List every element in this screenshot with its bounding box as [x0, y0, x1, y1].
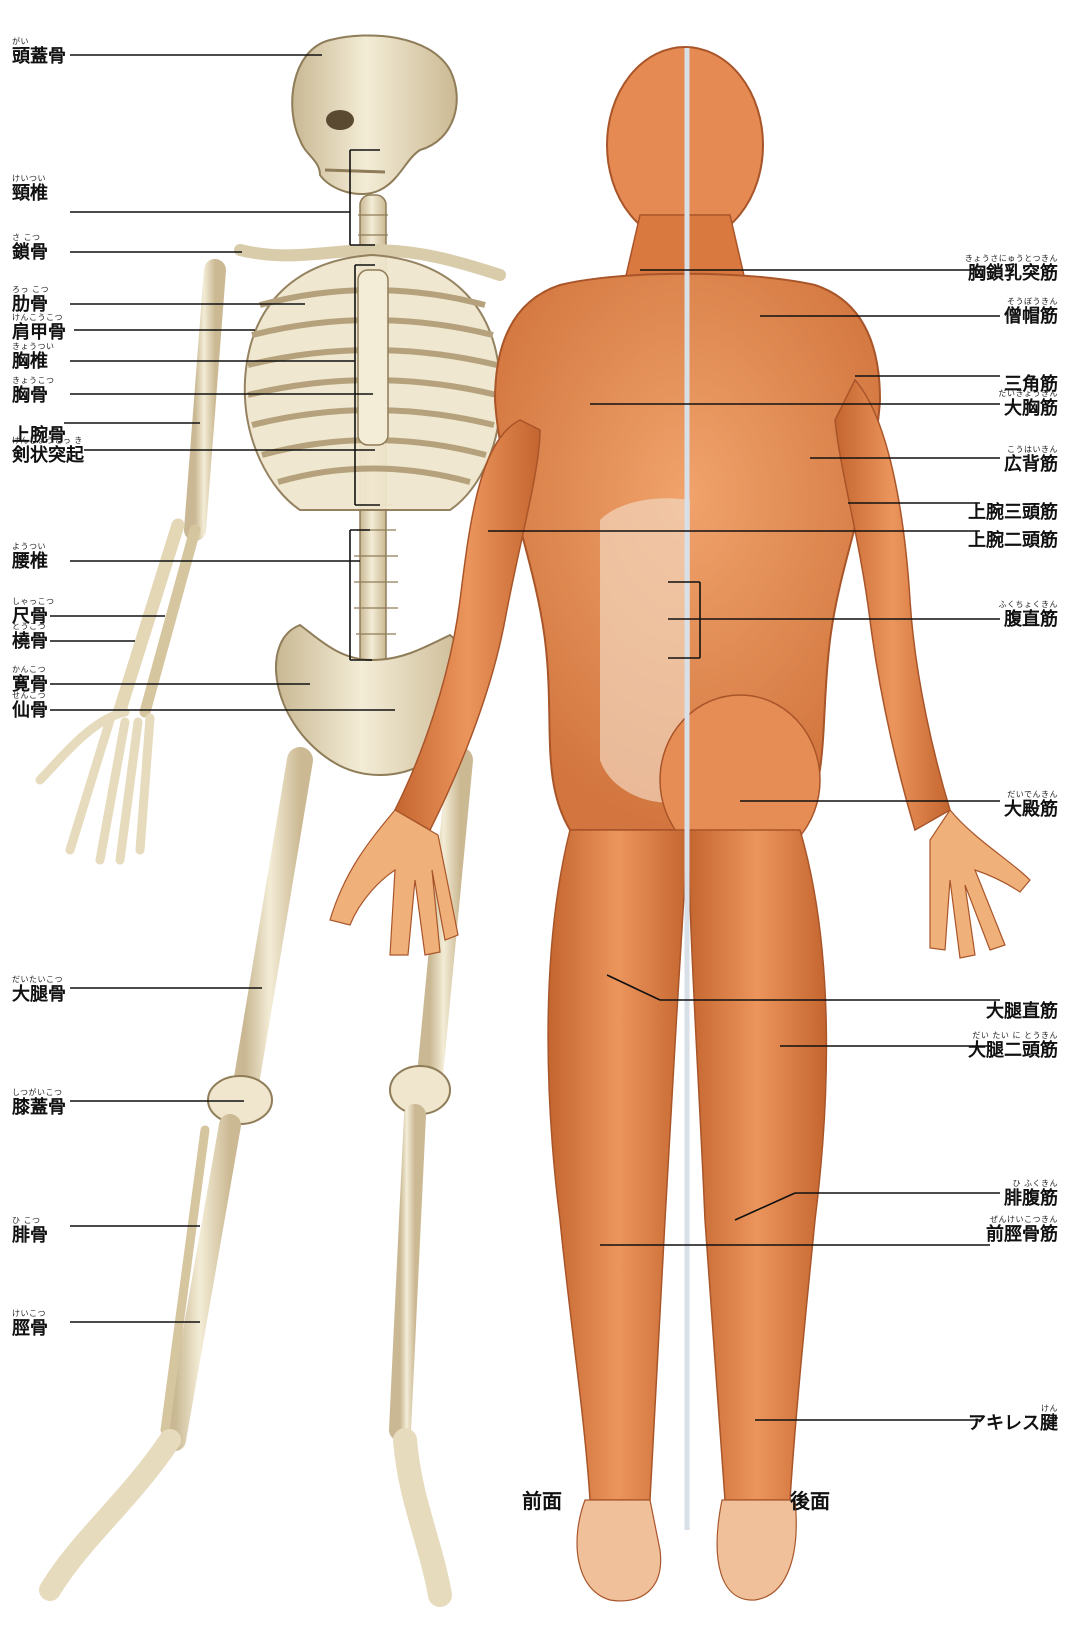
- eye-socket: [326, 110, 354, 130]
- label-tibia: けいこつ脛骨: [12, 1310, 48, 1338]
- right-hand-shape: [930, 810, 1030, 958]
- right-leg-muscle: [688, 830, 826, 1500]
- text-skull: 頭蓋骨: [12, 46, 66, 67]
- text-biceps_femoris: 大腿二頭筋: [968, 1040, 1058, 1061]
- label-sternum: きょうこつ胸骨: [12, 377, 55, 405]
- label-xiphoid: けんじょうとっ き剣状突起: [12, 437, 84, 465]
- text-rectus_abdominis: 腹直筋: [1004, 609, 1058, 630]
- text-rib: 肋骨: [12, 294, 48, 315]
- text-scapula: 肩甲骨: [12, 322, 66, 343]
- sternum-shape: [358, 270, 388, 445]
- text-femur: 大腿骨: [12, 984, 66, 1005]
- text-scm: 胸鎖乳突筋: [968, 263, 1058, 284]
- label-biceps_femoris: だい たい に とうきん大腿二頭筋: [968, 1032, 1058, 1060]
- label-latissimus: こうはいきん広背筋: [1004, 446, 1058, 474]
- label-sacrum: せんこつ仙骨: [12, 692, 48, 720]
- text-cervical: 頸椎: [12, 183, 48, 204]
- left-foot-shape: [577, 1500, 661, 1601]
- label-clavicle: さ こつ鎖骨: [12, 234, 48, 262]
- text-xiphoid: 剣状突起: [12, 445, 84, 466]
- text-sternum: 胸骨: [12, 385, 48, 406]
- label-radius: とうこつ橈骨: [12, 623, 48, 651]
- label-rectus_abdominis: ふくちょくきん腹直筋: [999, 601, 1059, 629]
- text-biceps: 上腕二頭筋: [968, 530, 1058, 551]
- view-label-back: 後面: [790, 1485, 830, 1514]
- text-fibula: 腓骨: [12, 1225, 48, 1246]
- label-rectus_femoris: 大腿直筋: [986, 993, 1058, 1021]
- label-lumbar: ようつい腰椎: [12, 543, 48, 571]
- text-clavicle: 鎖骨: [12, 242, 48, 263]
- label-trapezius: そうぼうきん僧帽筋: [1004, 298, 1058, 326]
- label-pectoralis: だいきょうきん大胸筋: [999, 390, 1059, 418]
- teeth: [325, 170, 385, 172]
- text-tibialis_anterior: 前脛骨筋: [986, 1224, 1058, 1245]
- text-rectus_femoris: 大腿直筋: [986, 1001, 1058, 1022]
- text-latissimus: 広背筋: [1004, 454, 1058, 475]
- label-femur: だいたいこつ大腿骨: [12, 976, 66, 1004]
- text-patella: 膝蓋骨: [12, 1097, 66, 1118]
- text-gastrocnemius: 腓腹筋: [1004, 1188, 1058, 1209]
- text-thoracic: 胸椎: [12, 351, 48, 372]
- text-radius: 橈骨: [12, 631, 48, 652]
- right-arm-muscle: [835, 380, 950, 830]
- label-hip: かんこつ寛骨: [12, 666, 48, 694]
- label-rib: ろっ こつ肋骨: [12, 286, 49, 314]
- text-sacrum: 仙骨: [12, 700, 48, 721]
- label-biceps: 上腕二頭筋: [968, 522, 1058, 550]
- text-pectoralis: 大胸筋: [1004, 398, 1058, 419]
- text-achilles: アキレス腱: [968, 1413, 1058, 1434]
- label-skull: がい頭蓋骨: [12, 38, 66, 66]
- left-arm-bones: [40, 270, 215, 860]
- label-gastrocnemius: ひ ふくきん腓腹筋: [1004, 1180, 1058, 1208]
- label-gluteus: だいでんきん大殿筋: [1004, 791, 1058, 819]
- text-gluteus: 大殿筋: [1004, 799, 1058, 820]
- label-patella: しつがいこつ膝蓋骨: [12, 1089, 66, 1117]
- right-foot-shape: [717, 1500, 796, 1600]
- text-trapezius: 僧帽筋: [1004, 306, 1058, 327]
- view-label-front: 前面: [522, 1485, 562, 1514]
- label-tibialis_anterior: ぜんけいこつきん前脛骨筋: [986, 1216, 1058, 1244]
- label-triceps: 上腕三頭筋: [968, 494, 1058, 522]
- label-fibula: ひ こつ腓骨: [12, 1217, 48, 1245]
- label-achilles: けんアキレス腱: [968, 1405, 1058, 1433]
- label-scm: きょうさにゅうとつきん胸鎖乳突筋: [965, 255, 1058, 283]
- label-thoracic: きょうつい胸椎: [12, 343, 55, 371]
- text-triceps: 上腕三頭筋: [968, 502, 1058, 523]
- text-lumbar: 腰椎: [12, 551, 48, 572]
- left-leg-muscle: [548, 830, 688, 1500]
- label-scapula: けんこうこつ肩甲骨: [12, 314, 66, 342]
- label-cervical: けいつい頸椎: [12, 175, 48, 203]
- text-tibia: 脛骨: [12, 1318, 48, 1339]
